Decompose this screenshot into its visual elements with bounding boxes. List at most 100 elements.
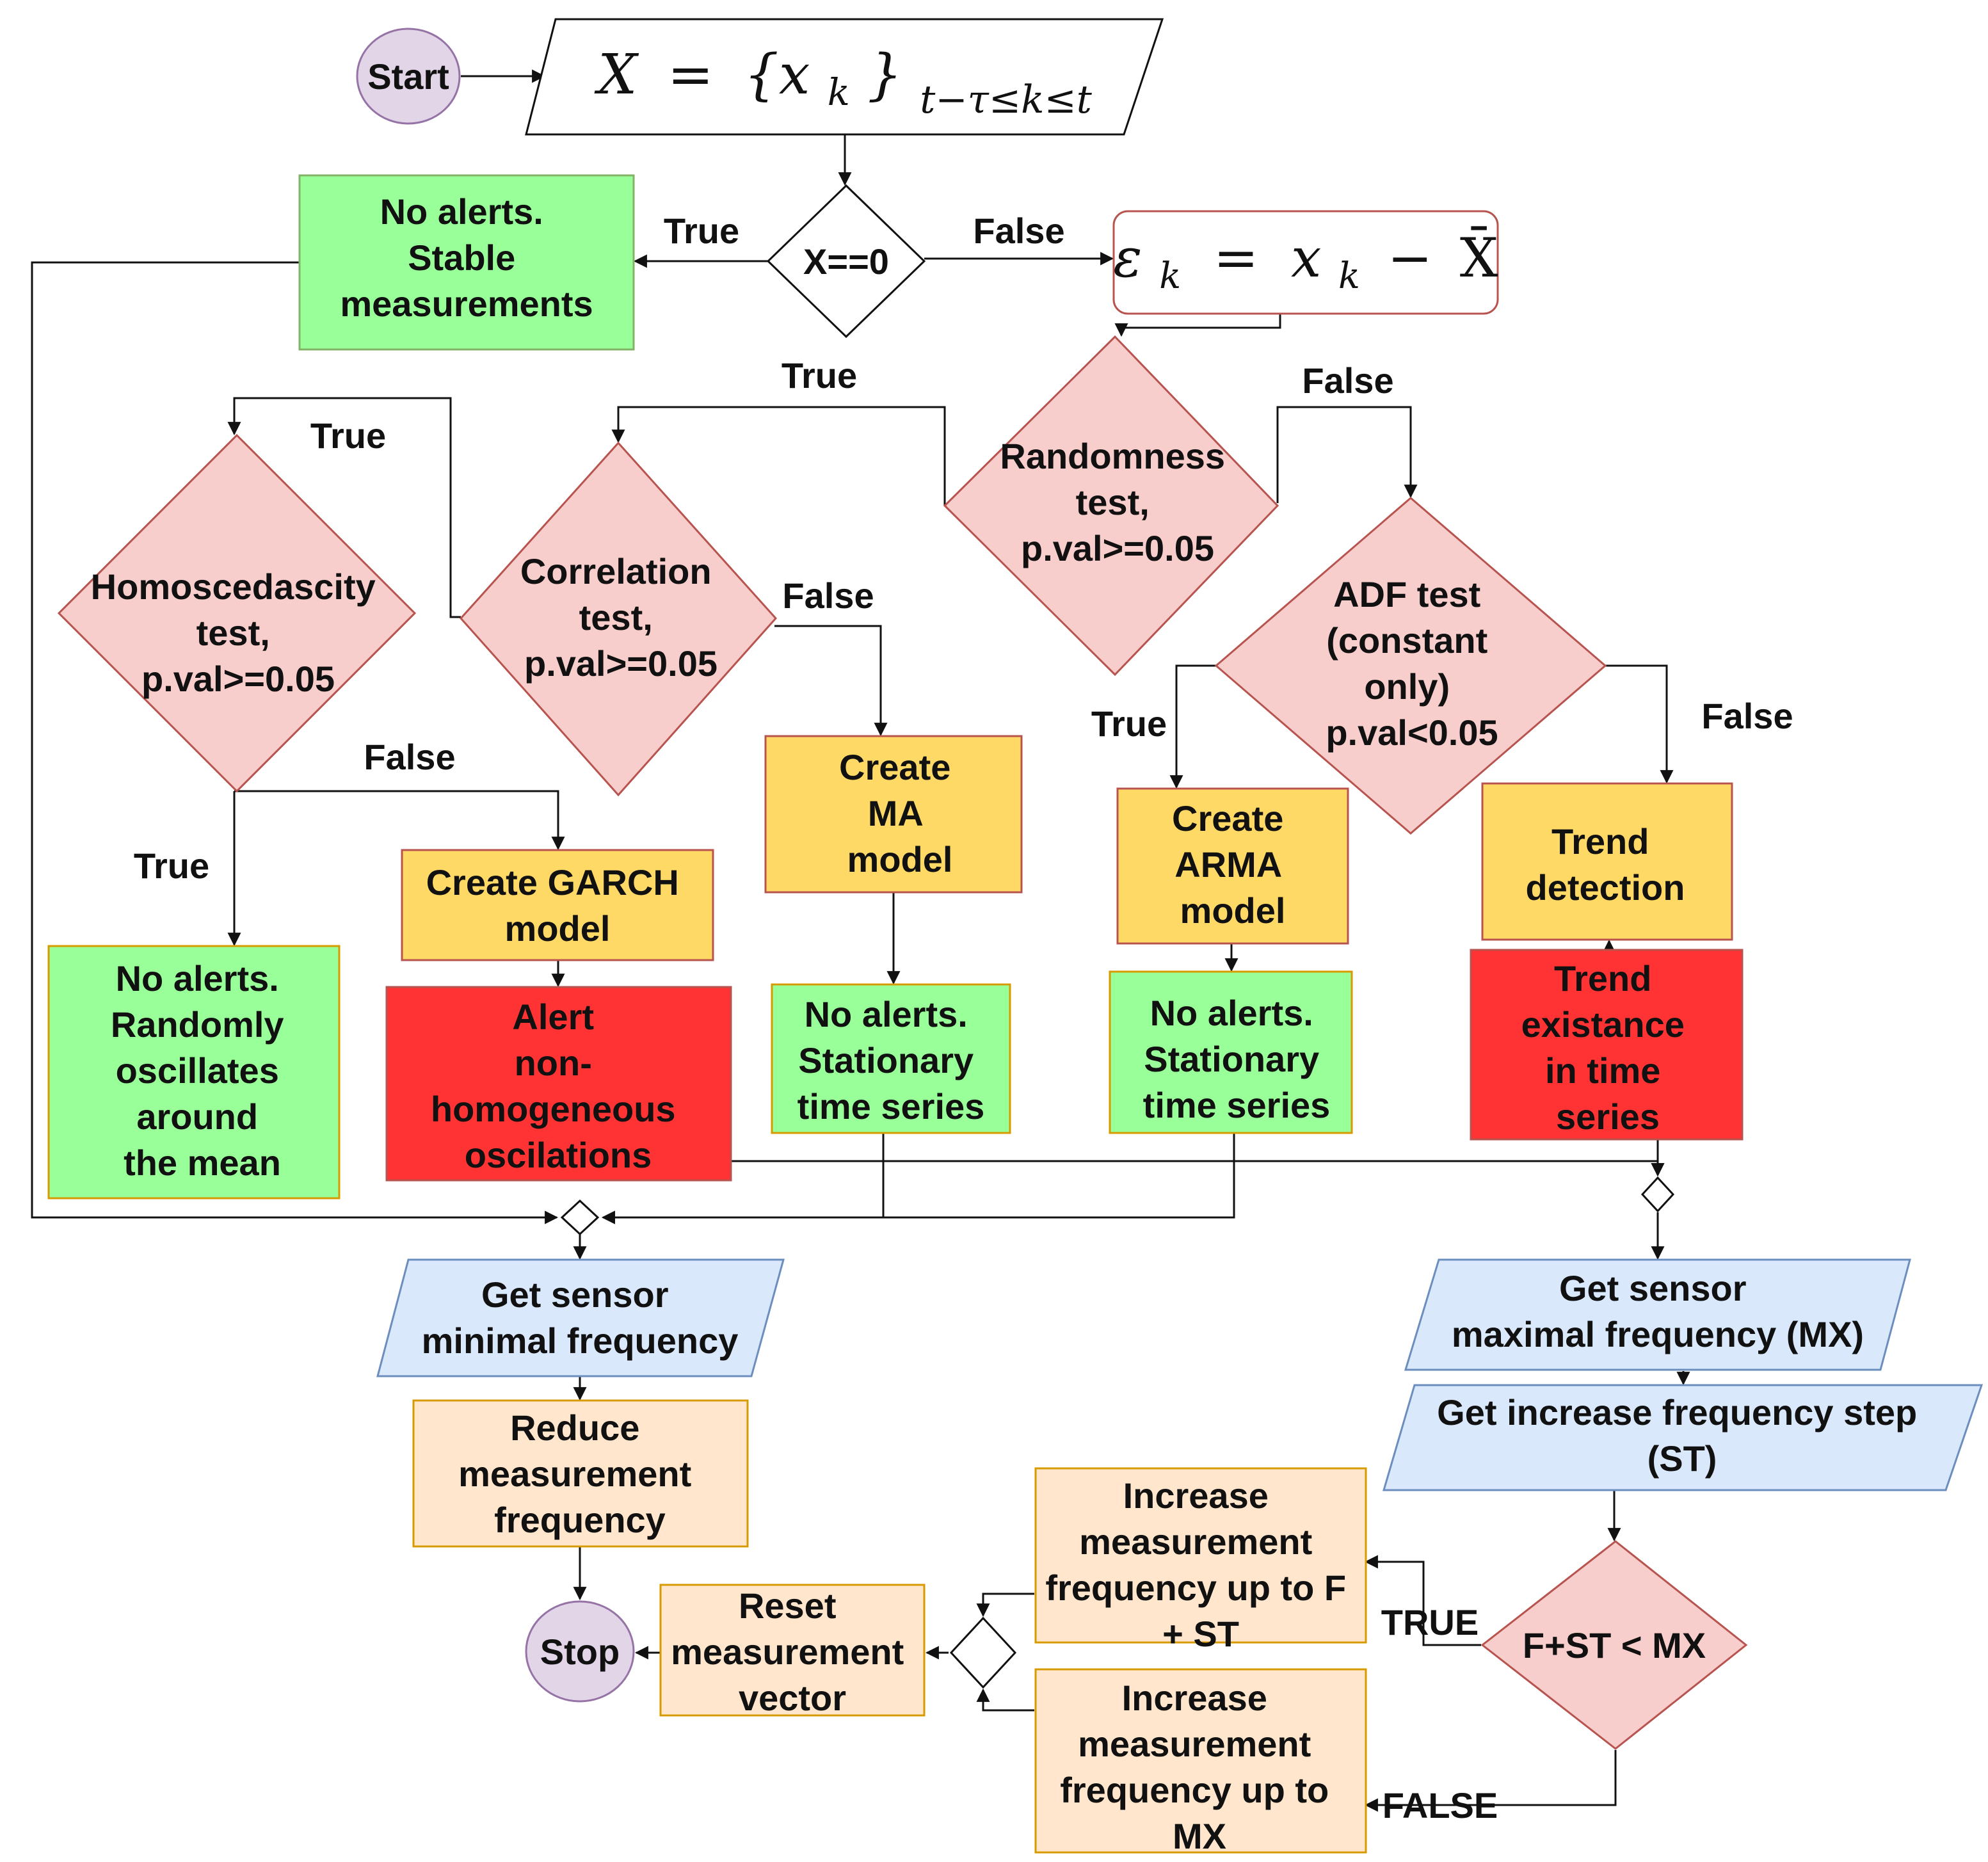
increase-mx-line-4: MX [1173,1816,1226,1856]
reset-vector-label: Reset measurement vector [671,1585,914,1718]
alert-nonhomog-line-4: oscilations [465,1135,652,1175]
reduce-freq-line-2: measurement [458,1454,691,1494]
no-alerts-ma-box [771,983,1011,1134]
no-alerts-random-line-2: Randomly [111,1004,284,1045]
get-min-freq-line-2: minimal frequency [422,1320,739,1361]
label-corr-false: False [782,575,874,616]
create-garch-box [401,849,714,961]
input-node: X = {x k } t−τ≤k≤t [525,18,1164,136]
trend-existance-box [1470,949,1744,1141]
create-arma-label: Create ARMA model [1172,798,1294,931]
increase-mx-node: Increase measurement frequency up to MX [1034,1668,1367,1856]
increase-mx-label: Increase measurement frequency up to MX [1060,1678,1339,1856]
no-alerts-arma-line-1: No alerts. [1150,993,1313,1033]
no-alerts-arma-line-3: time series [1143,1085,1331,1125]
compare-node: F+ST < MX [1480,1540,1748,1750]
increase-mx-line-1: Increase [1122,1678,1267,1718]
randomness-diamond [943,335,1279,677]
randomness-line-2: test, [1076,482,1150,522]
trend-existance-line-2: existance [1521,1004,1685,1045]
homoscedascity-node: Homoscedascity test, p.val>=0.05 [57,433,417,793]
edge-correlation-homoscedascity [227,397,461,618]
residual-node: ε k = x k − X̄ [1112,210,1499,315]
label-homo-false: False [364,737,455,777]
stable-line-2: Stable [408,237,515,278]
reduce-freq-box [412,1399,749,1548]
xzero-label: X==0 [803,241,889,282]
homoscedascity-label: Homoscedascity test, p.val>=0.05 [91,566,386,699]
edge-alert-merge-right [731,1160,1665,1177]
reset-vector-line-3: vector [739,1678,846,1718]
randomness-node: Randomness test, p.val>=0.05 [943,335,1279,677]
reset-vector-line-2: measurement [671,1632,904,1672]
trend-existance-line-3: in time [1545,1050,1660,1091]
no-alerts-arma-line-2: Stationary [1144,1039,1319,1079]
input-formula: X = {x k } t−τ≤k≤t [594,43,1093,122]
residual-lhs-sub: k [1159,255,1181,297]
edge-increase-fst-merge [976,1593,1034,1617]
label-adf-false: False [1701,696,1793,736]
no-alerts-random-line-4: around [136,1096,258,1137]
no-alerts-ma-line-2: Stationary [798,1040,974,1080]
residual-box [1112,210,1499,315]
label-homo-true: True [134,846,209,886]
stable-node: No alerts. Stable measurements [298,174,635,351]
trend-existance-node: Trend existance in time series [1470,949,1744,1141]
edge-compare-increase-fst [1364,1555,1481,1646]
get-step-parallelogram [1382,1384,1984,1491]
label-corr-true: True [310,415,386,456]
get-max-freq-line-2: maximal frequency (MX) [1452,1314,1864,1354]
trend-detection-label: Trend detection [1526,821,1685,908]
edge-labels: True False True False True False False T… [134,211,1793,1826]
alert-nonhomog-line-1: Alert [512,997,594,1037]
alert-nonhomog-node: Alert non- homogeneous oscilations [385,986,732,1182]
input-sub: k [828,70,850,114]
no-alerts-random-line-1: No alerts. [116,958,279,999]
label-x-true: True [664,211,739,251]
create-garch-line-2: model [505,908,611,949]
alert-nonhomog-line-2: non- [515,1043,592,1083]
label-cmp-true: TRUE [1381,1602,1479,1642]
residual-minus: − [1388,227,1432,289]
randomness-label: Randomness test, p.val>=0.05 [1000,436,1235,568]
trend-existance-line-4: series [1556,1096,1660,1137]
reduce-freq-line-3: frequency [494,1500,666,1540]
compare-diamond [1480,1540,1748,1750]
stable-label: No alerts. Stable measurements [340,191,593,324]
start-terminal [356,28,461,125]
get-min-freq-line-1: Get sensor [481,1274,669,1315]
increase-fst-label: Increase measurement frequency up to F +… [1045,1475,1356,1654]
alert-nonhomog-label: Alert non- homogeneous oscilations [431,997,685,1175]
create-arma-line-1: Create [1172,798,1283,839]
trend-detection-box [1481,782,1733,941]
create-arma-box [1116,787,1349,945]
label-rand-true: True [782,355,857,396]
residual-mean: X̄ [1460,226,1498,289]
label-cmp-false: FALSE [1383,1785,1498,1826]
get-max-freq-label: Get sensor maximal frequency (MX) [1452,1268,1864,1354]
get-max-freq-node: Get sensor maximal frequency (MX) [1404,1258,1911,1371]
no-alerts-random-line-5: the mean [124,1143,281,1183]
edge-adf-arma [1169,664,1225,789]
trend-detection-line-1: Trend [1551,821,1649,862]
input-range: t−τ≤k≤t [920,77,1092,122]
input-lhs: X [594,43,639,107]
stop-terminal [525,1600,635,1703]
trend-detection-node: Trend detection [1481,782,1733,941]
create-ma-line-3: model [847,839,953,879]
increase-fst-line-3: frequency up to F [1045,1568,1346,1608]
create-arma-line-3: model [1180,890,1286,931]
create-ma-label: Create MA model [839,747,961,879]
trend-existance-line-1: Trend [1554,958,1651,999]
xzero-node: X==0 [766,184,926,339]
create-garch-line-1: Create GARCH [426,862,679,903]
input-set: {x [744,43,810,107]
correlation-line-2: test, [579,597,653,638]
homoscedascity-diamond [57,433,417,793]
no-alerts-random-line-3: oscillates [116,1050,279,1091]
increase-fst-node: Increase measurement frequency up to F +… [1034,1467,1367,1654]
label-rand-false: False [1302,360,1393,401]
edge-stable-merge [31,261,559,1224]
start-label: Start [367,56,449,97]
no-alerts-arma-label: No alerts. Stationary time series [1143,993,1331,1125]
